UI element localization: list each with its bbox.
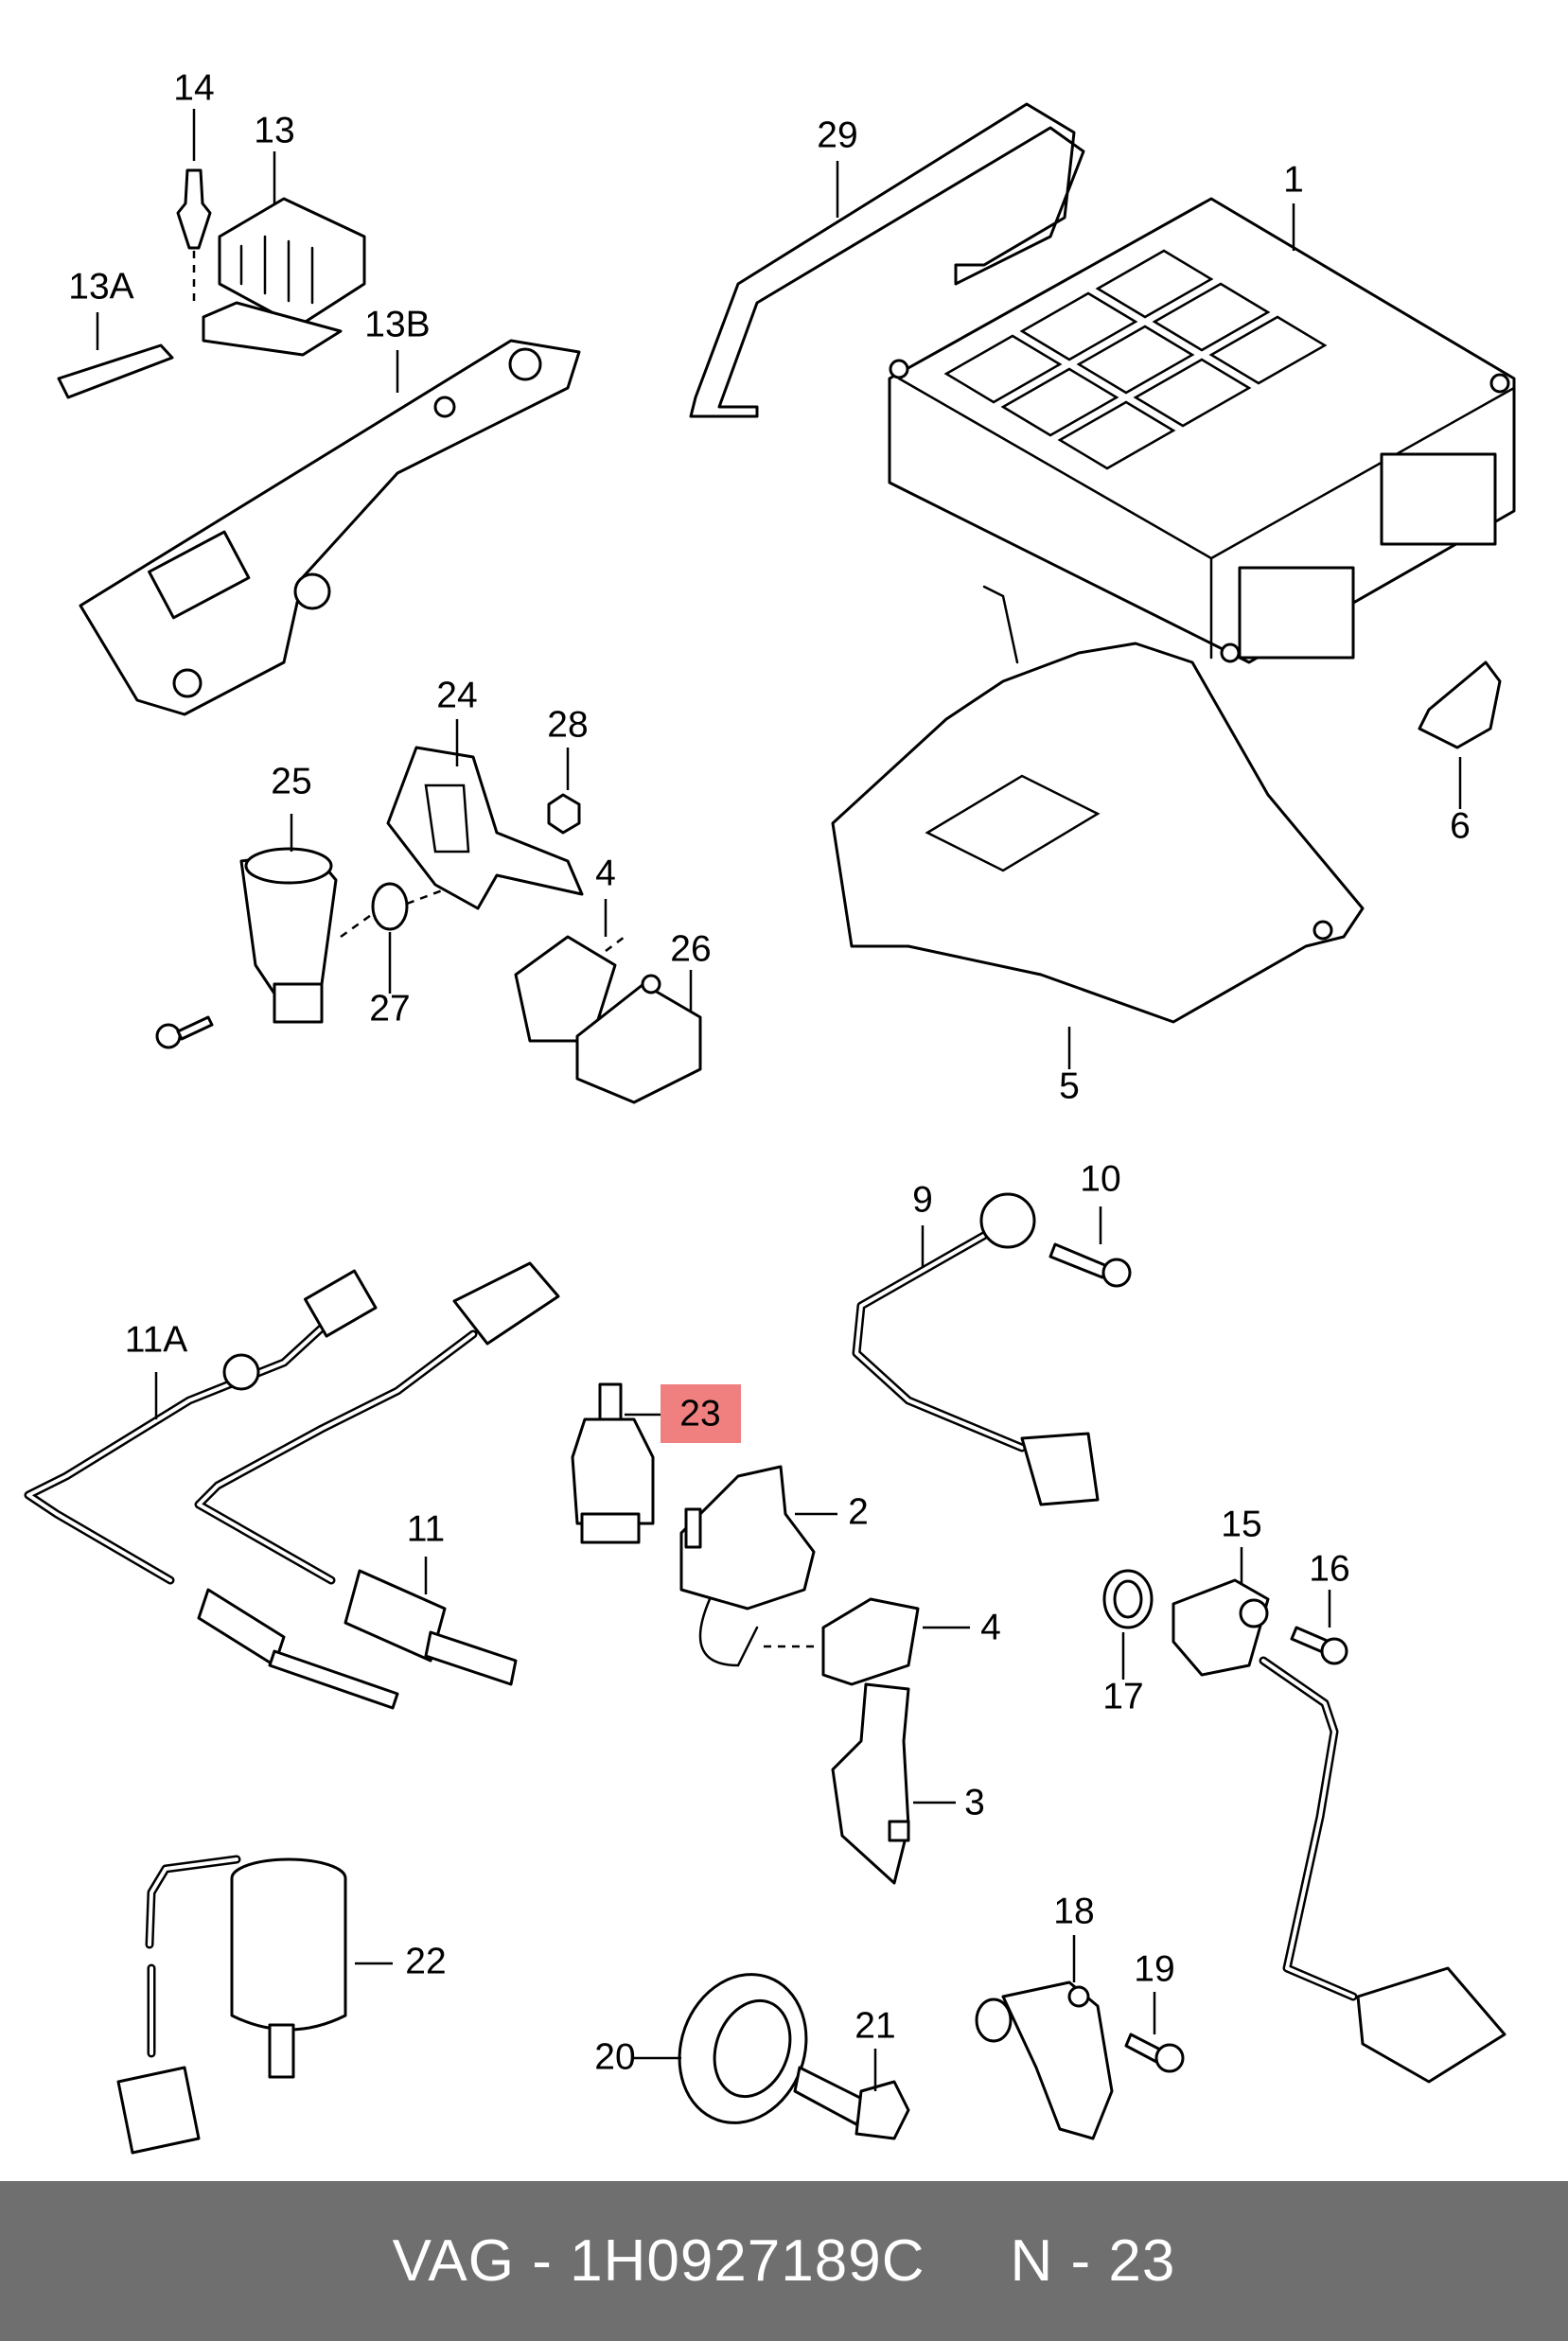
part-24-bracket[interactable] — [386, 746, 584, 910]
part-4-holder-lower[interactable] — [757, 1597, 920, 1686]
part-25-solenoid-valve[interactable] — [239, 847, 375, 1024]
callout-22: 22 — [405, 1941, 446, 1981]
callout-25: 25 — [271, 761, 311, 801]
callout-26: 26 — [670, 928, 711, 969]
part-14-clip[interactable] — [176, 168, 212, 308]
callout-23: 23 — [679, 1393, 720, 1434]
highlight-box-23 — [661, 1384, 741, 1443]
callout-13a: 13A — [68, 266, 133, 307]
callout-2: 2 — [848, 1491, 869, 1532]
callout-4-lower: 4 — [980, 1607, 1001, 1647]
part-29-bracket[interactable] — [689, 102, 1085, 418]
parts-exploded-diagram: 14 13 13A 13B 29 1 24 28 25 4 26 27 6 5 … — [24, 67, 1516, 2155]
part-1-control-unit[interactable] — [888, 197, 1516, 664]
part-11-sensor[interactable] — [194, 1261, 560, 1686]
part-13b-mounting-plate[interactable] — [79, 339, 581, 716]
part-13a-strip[interactable] — [57, 343, 174, 399]
leader-lines — [96, 109, 1462, 2091]
part-19-bolt[interactable] — [1124, 2033, 1185, 2073]
part-6-clip[interactable] — [1418, 660, 1502, 749]
callout-3: 3 — [964, 1782, 985, 1822]
callout-14: 14 — [173, 67, 214, 108]
callout-11a: 11A — [125, 1319, 188, 1360]
part-17-seal-ring[interactable] — [1102, 1569, 1154, 1629]
part-27-grommet[interactable] — [371, 882, 446, 931]
callout-1: 1 — [1283, 159, 1304, 200]
callout-21: 21 — [854, 2005, 895, 2046]
part-number-label: VAG - 1H0927189C — [392, 2228, 925, 2294]
callout-29: 29 — [817, 114, 857, 155]
part-28-nut[interactable] — [547, 793, 581, 835]
part-21-bolt[interactable] — [793, 2066, 910, 2140]
callout-6: 6 — [1450, 805, 1471, 846]
callout-24: 24 — [436, 675, 477, 715]
callout-18: 18 — [1053, 1891, 1094, 1931]
callout-10: 10 — [1080, 1158, 1120, 1199]
callout-28: 28 — [547, 704, 588, 745]
part-screw-25[interactable] — [155, 1015, 214, 1049]
part-2-vacuum-valve[interactable] — [679, 1465, 816, 1667]
callout-20: 20 — [594, 2036, 635, 2077]
part-9-knock-sensor[interactable] — [852, 1192, 1100, 1506]
part-4-holder-upper[interactable] — [514, 935, 625, 1043]
callout-5: 5 — [1059, 1065, 1080, 1106]
part-18-sensor[interactable] — [975, 1980, 1114, 2140]
part-20-sensor-ring[interactable] — [660, 1957, 827, 2141]
callout-9: 9 — [912, 1179, 933, 1220]
position-ref-label: N - 23 — [1010, 2228, 1176, 2294]
part-23-switch[interactable] — [571, 1382, 655, 1544]
callout-13: 13 — [254, 110, 294, 150]
callout-4-upper: 4 — [595, 853, 616, 893]
part-5-mounting-tray[interactable] — [831, 585, 1365, 1024]
footer-bar: VAG - 1H0927189C N - 23 — [0, 2181, 1568, 2341]
part-16-bolt[interactable] — [1290, 1626, 1348, 1665]
part-3-bracket[interactable] — [831, 1682, 910, 1885]
callout-11: 11 — [407, 1508, 446, 1549]
part-22-pump[interactable] — [116, 1855, 347, 2155]
callout-27: 27 — [369, 988, 410, 1029]
part-15-sensor[interactable] — [1172, 1578, 1506, 2084]
part-26-valve[interactable] — [575, 974, 702, 1104]
callout-19: 19 — [1134, 1948, 1174, 1989]
part-10-bolt[interactable] — [1048, 1242, 1132, 1288]
part-13-connector-housing[interactable] — [202, 197, 366, 357]
callout-13b: 13B — [364, 304, 430, 344]
callout-16: 16 — [1309, 1548, 1349, 1589]
part-11a-sensor[interactable] — [24, 1269, 399, 1710]
callout-15: 15 — [1221, 1504, 1261, 1544]
callout-17: 17 — [1102, 1676, 1143, 1716]
